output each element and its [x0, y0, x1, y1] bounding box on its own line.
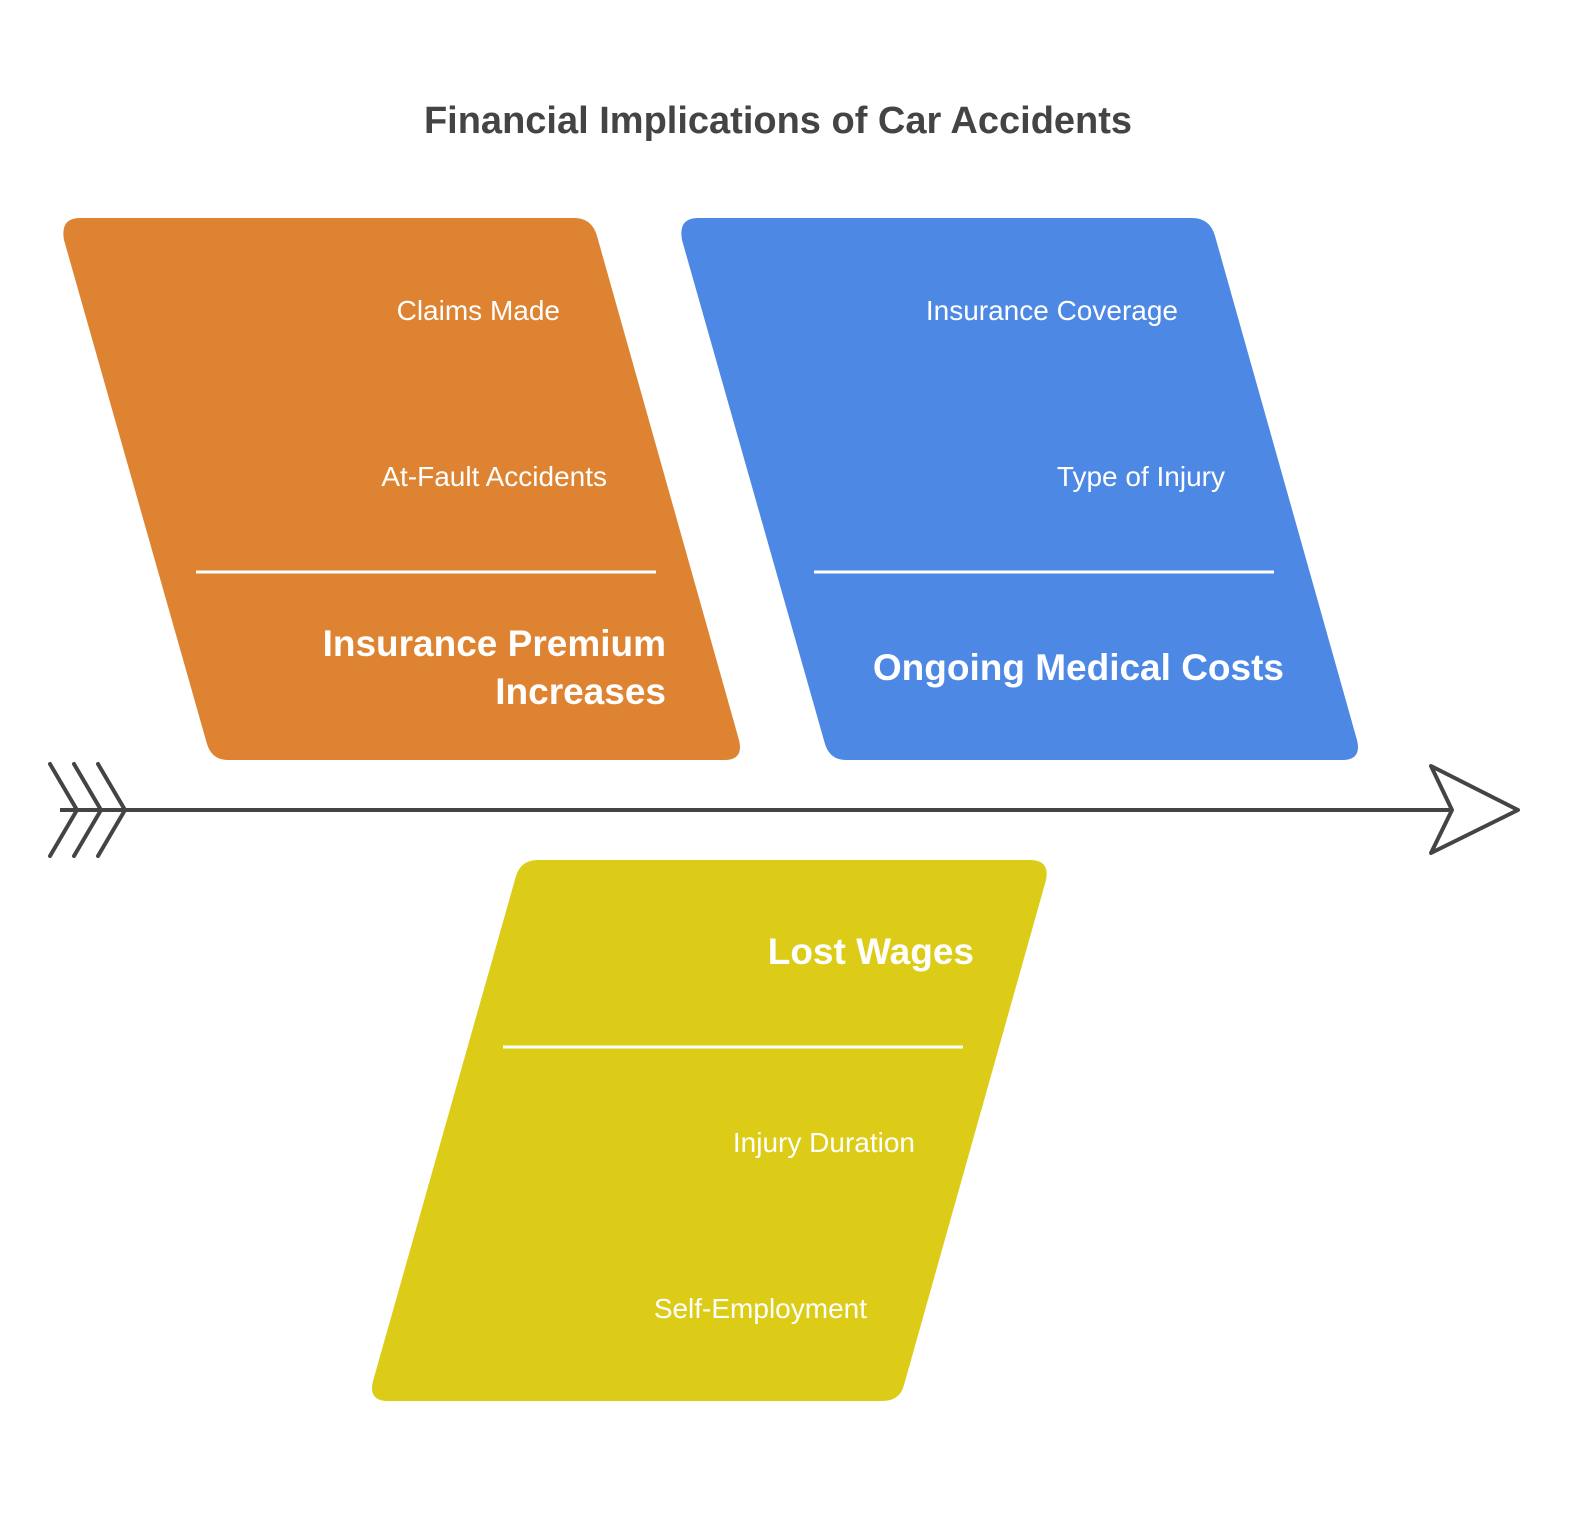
diagram-title: Financial Implications of Car Accidents — [424, 100, 1132, 142]
category-heading: Increases — [495, 671, 666, 712]
category-heading: Lost Wages — [768, 931, 974, 972]
category-heading: Ongoing Medical Costs — [873, 647, 1284, 688]
cause-label: Claims Made — [397, 295, 560, 326]
cause-label: Self-Employment — [654, 1293, 867, 1324]
spine — [48, 762, 1520, 858]
category-shape — [372, 860, 1047, 1401]
tail-chevrons-icon — [48, 762, 127, 858]
category-shape — [681, 218, 1358, 760]
category-lost-wages: Lost Wages Injury Duration Self-Employme… — [372, 860, 1047, 1401]
category-heading: Insurance Premium — [323, 623, 666, 664]
cause-label: Insurance Coverage — [926, 295, 1178, 326]
arrowhead-icon — [1429, 764, 1520, 855]
category-medical-costs: Insurance Coverage Type of Injury Ongoin… — [681, 218, 1358, 760]
cause-label: Type of Injury — [1057, 461, 1225, 492]
category-insurance-premium: Claims Made At-Fault Accidents Insurance… — [63, 218, 741, 760]
category-shape — [63, 218, 741, 760]
cause-label: At-Fault Accidents — [381, 461, 607, 492]
cause-label: Injury Duration — [733, 1127, 915, 1158]
